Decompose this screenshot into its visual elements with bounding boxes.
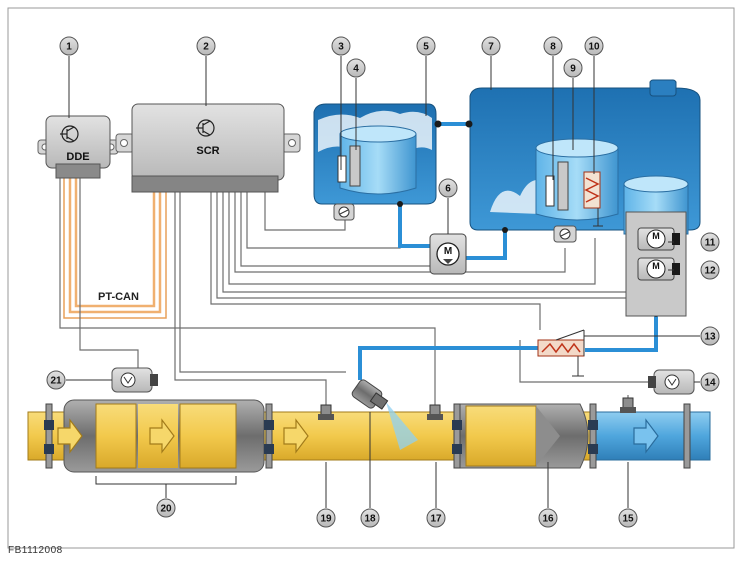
- svg-text:21: 21: [50, 376, 62, 387]
- callout-21: 21: [46, 370, 66, 390]
- svg-text:5: 5: [423, 42, 429, 53]
- dde-label: DDE: [66, 151, 89, 163]
- pump-motor-icon: M: [429, 233, 467, 275]
- svg-text:19: 19: [320, 514, 332, 525]
- figure-id: FB1112008: [8, 545, 63, 556]
- delivery-module: M M: [625, 211, 687, 317]
- svg-text:7: 7: [488, 42, 494, 53]
- svg-text:11: 11: [705, 238, 716, 249]
- diagram-frame: [7, 7, 735, 549]
- scr-control-unit: SCR: [115, 103, 301, 193]
- reductant-lines: [358, 204, 658, 380]
- svg-text:16: 16: [542, 514, 554, 525]
- wiring-harness: [59, 178, 660, 405]
- pump-glyph: M: [444, 246, 452, 257]
- flow-arrow-icon: [633, 418, 659, 454]
- callout-17: 17: [426, 508, 446, 528]
- pt-can-bus: [63, 178, 167, 319]
- svg-text:13: 13: [704, 332, 716, 343]
- sensor-icon: [553, 225, 577, 243]
- callout-18: 18: [360, 508, 380, 528]
- callout-13: 13: [700, 326, 720, 346]
- heater-icon: [583, 171, 603, 227]
- heater-icon: [537, 329, 585, 377]
- active-reservoir: [469, 79, 701, 235]
- svg-text:1: 1: [66, 42, 72, 53]
- callout-2: 2: [196, 36, 216, 56]
- sensor-icon: [318, 404, 334, 420]
- flow-arrow-icon: [57, 418, 309, 454]
- callout-3: 3: [331, 36, 351, 56]
- sensor-icon: [620, 397, 636, 413]
- svg-text:17: 17: [430, 514, 442, 525]
- svg-text:20: 20: [160, 504, 172, 515]
- pump-glyph: M: [652, 261, 660, 271]
- svg-text:6: 6: [445, 184, 451, 195]
- sensor-icon: [648, 369, 695, 395]
- callout-6: 6: [438, 178, 458, 198]
- sensor-icon: [427, 404, 443, 420]
- callout-19: 19: [316, 508, 336, 528]
- callout-11: 11: [700, 232, 720, 252]
- svg-text:4: 4: [353, 64, 359, 75]
- dosing-valve: [351, 379, 418, 450]
- transistor-icon: [196, 119, 215, 137]
- exhaust-pipe: [27, 399, 711, 473]
- line-connector: [397, 201, 403, 207]
- line-connector: [502, 227, 508, 233]
- dde-control-unit: DDE: [37, 115, 119, 179]
- pump-glyph: M: [652, 231, 660, 241]
- pump-motor-icon: M: [637, 227, 680, 251]
- callout-7: 7: [481, 36, 501, 56]
- sensor-icon: [333, 203, 355, 221]
- callout-16: 16: [538, 508, 558, 528]
- svg-text:9: 9: [570, 64, 576, 75]
- callout-5: 5: [416, 36, 436, 56]
- callout-8: 8: [543, 36, 563, 56]
- callout-15: 15: [618, 508, 638, 528]
- callout-4: 4: [346, 58, 366, 78]
- svg-text:18: 18: [364, 514, 376, 525]
- svg-text:3: 3: [338, 42, 344, 53]
- pump-motor-icon: M: [637, 257, 680, 281]
- transistor-icon: [60, 125, 79, 143]
- svg-text:10: 10: [588, 42, 600, 53]
- svg-text:14: 14: [704, 378, 716, 389]
- svg-text:2: 2: [203, 42, 209, 53]
- pt-can-label: PT-CAN: [98, 291, 139, 303]
- callout-1: 1: [59, 36, 79, 56]
- scr-label: SCR: [196, 145, 219, 157]
- callout-leaders: [66, 56, 700, 508]
- callout-9: 9: [563, 58, 583, 78]
- callout-14: 14: [700, 372, 720, 392]
- callout-10: 10: [584, 36, 604, 56]
- callout-bracket: [95, 476, 237, 498]
- svg-text:15: 15: [622, 514, 634, 525]
- callout-12: 12: [700, 260, 720, 280]
- callouts: 1 2 3 4 5 6 7 8 9 10 11 12 13 14 15 16 1…: [46, 36, 720, 528]
- sensor-icon: [111, 367, 158, 393]
- passive-reservoir: [313, 103, 437, 205]
- callout-20: 20: [156, 498, 176, 518]
- transfer-line: [434, 120, 473, 128]
- svg-text:12: 12: [704, 266, 716, 277]
- svg-text:8: 8: [550, 42, 556, 53]
